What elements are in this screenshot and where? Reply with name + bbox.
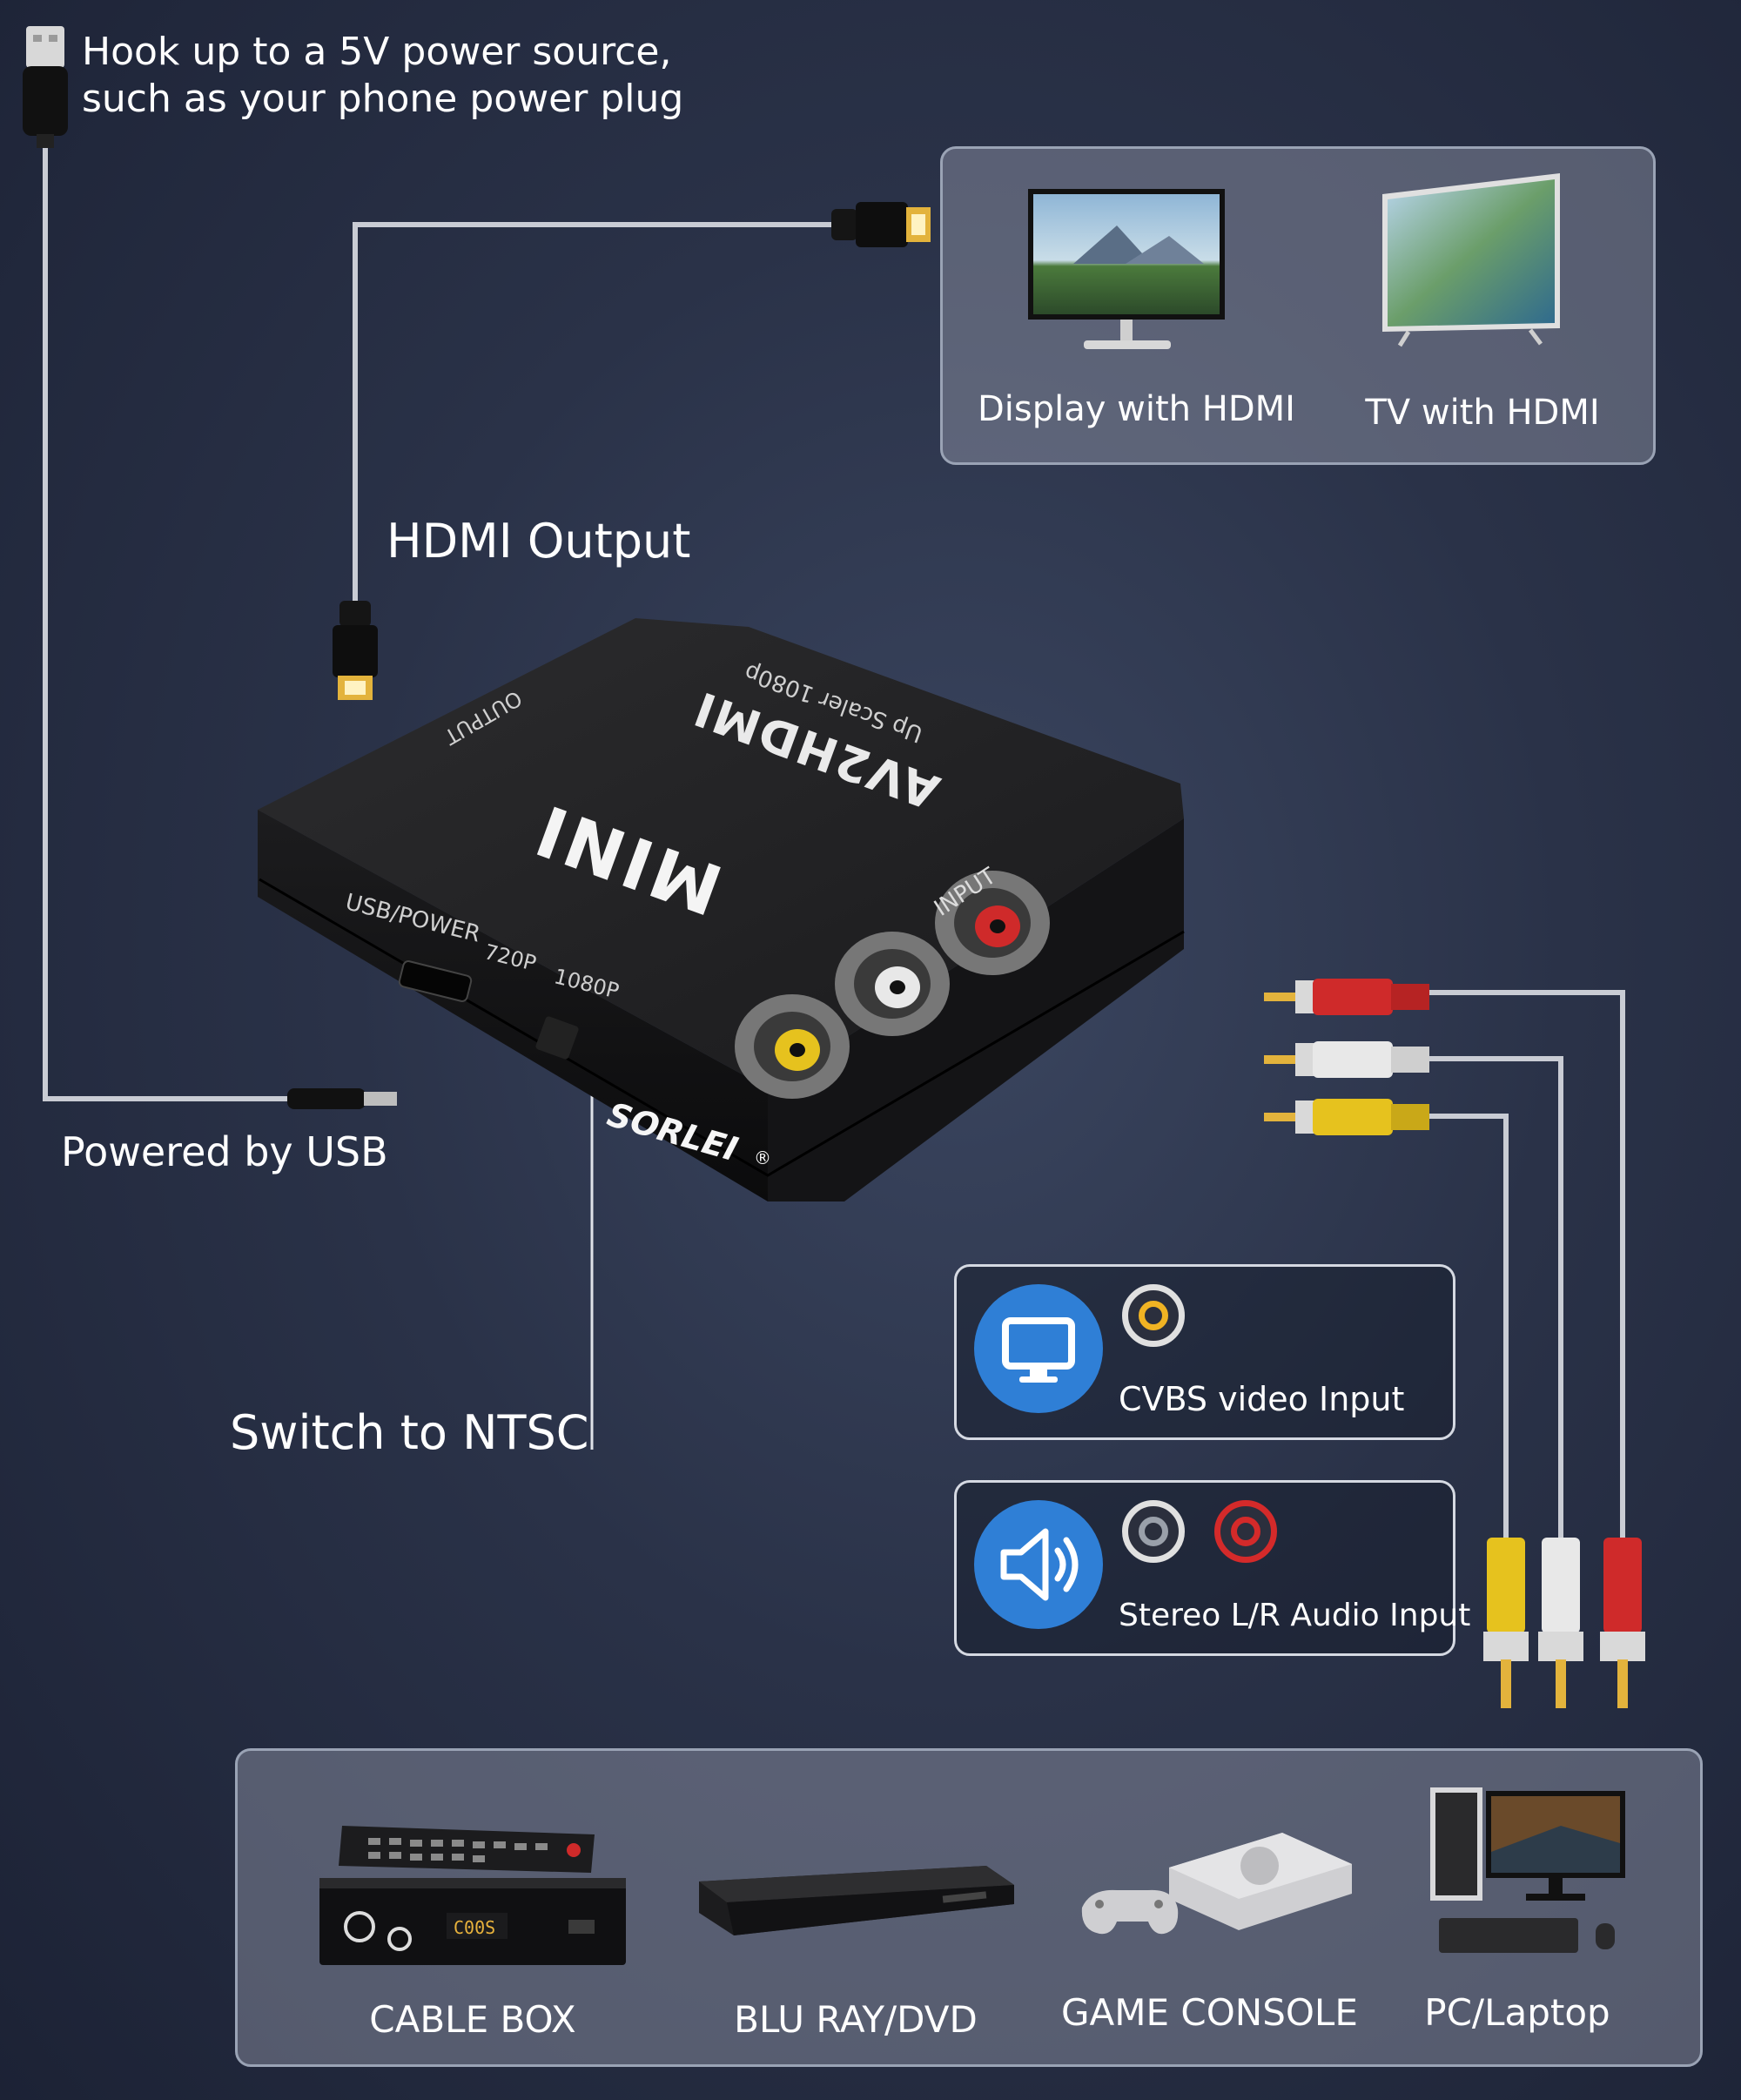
yellow-jack-icon <box>1122 1284 1185 1347</box>
monitor-icon <box>1028 189 1225 349</box>
video-input-label: CVBS video Input <box>1119 1380 1405 1418</box>
hdmi-plug-icon <box>333 601 378 700</box>
cable-box-icon: C00S <box>319 1826 626 1965</box>
source-label-blu-ray-dvd: BLU RAY/DVD <box>734 1998 978 2041</box>
rca-plug-yellow <box>1264 1099 1429 1135</box>
rca-plug-red <box>1600 1538 1645 1708</box>
device-brand-mark: ® <box>754 1148 771 1168</box>
rca-plug-yellow <box>1483 1538 1529 1708</box>
hdmi-output-panel: Display with HDMI TV with HDMI <box>940 146 1656 465</box>
monitor-icon <box>974 1284 1103 1413</box>
audio-input-panel: Stereo L/R Audio Input <box>954 1480 1470 1656</box>
source-label-pc-laptop: PC/Laptop <box>1424 1991 1610 2034</box>
tv-hdmi-label: TV with HDMI <box>1365 393 1600 433</box>
rca-plug-white <box>1264 1041 1429 1078</box>
game-console-icon <box>1081 1833 1352 1935</box>
hdmi-plug-icon <box>831 202 931 247</box>
power-note-line2: such as your phone power plug <box>82 77 684 121</box>
rca-plug-white <box>1538 1538 1583 1708</box>
pc-icon <box>1430 1787 1625 1953</box>
white-jack-icon <box>1122 1500 1185 1563</box>
dvd-player-icon <box>699 1866 1014 1935</box>
power-note-line1: Hook up to a 5V power source, <box>82 30 672 74</box>
switch-ntsc-label: Switch to NTSC <box>230 1405 589 1460</box>
usb-plug-icon <box>23 26 68 148</box>
speaker-icon <box>974 1500 1103 1629</box>
source-label-game-console: GAME CONSOLE <box>1061 1991 1358 2034</box>
source-label-cable-box: CABLE BOX <box>369 1998 576 2041</box>
tv-icon <box>1382 173 1560 347</box>
av2hdmi-converter <box>258 618 1185 1201</box>
red-jack-icon <box>1214 1500 1277 1563</box>
micro-usb-plug-icon <box>287 1088 397 1109</box>
rca-plug-red <box>1264 979 1429 1015</box>
hdmi-output-label: HDMI Output <box>387 514 691 569</box>
video-input-panel: CVBS video Input <box>954 1264 1455 1440</box>
sources-panel: C00S CABLE BOX BLU R <box>235 1748 1703 2067</box>
display-hdmi-label: Display with HDMI <box>978 389 1295 429</box>
svg-text:C00S: C00S <box>454 1917 495 1938</box>
audio-input-label: Stereo L/R Audio Input <box>1119 1598 1471 1633</box>
powered-by-usb-label: Powered by USB <box>61 1128 388 1175</box>
